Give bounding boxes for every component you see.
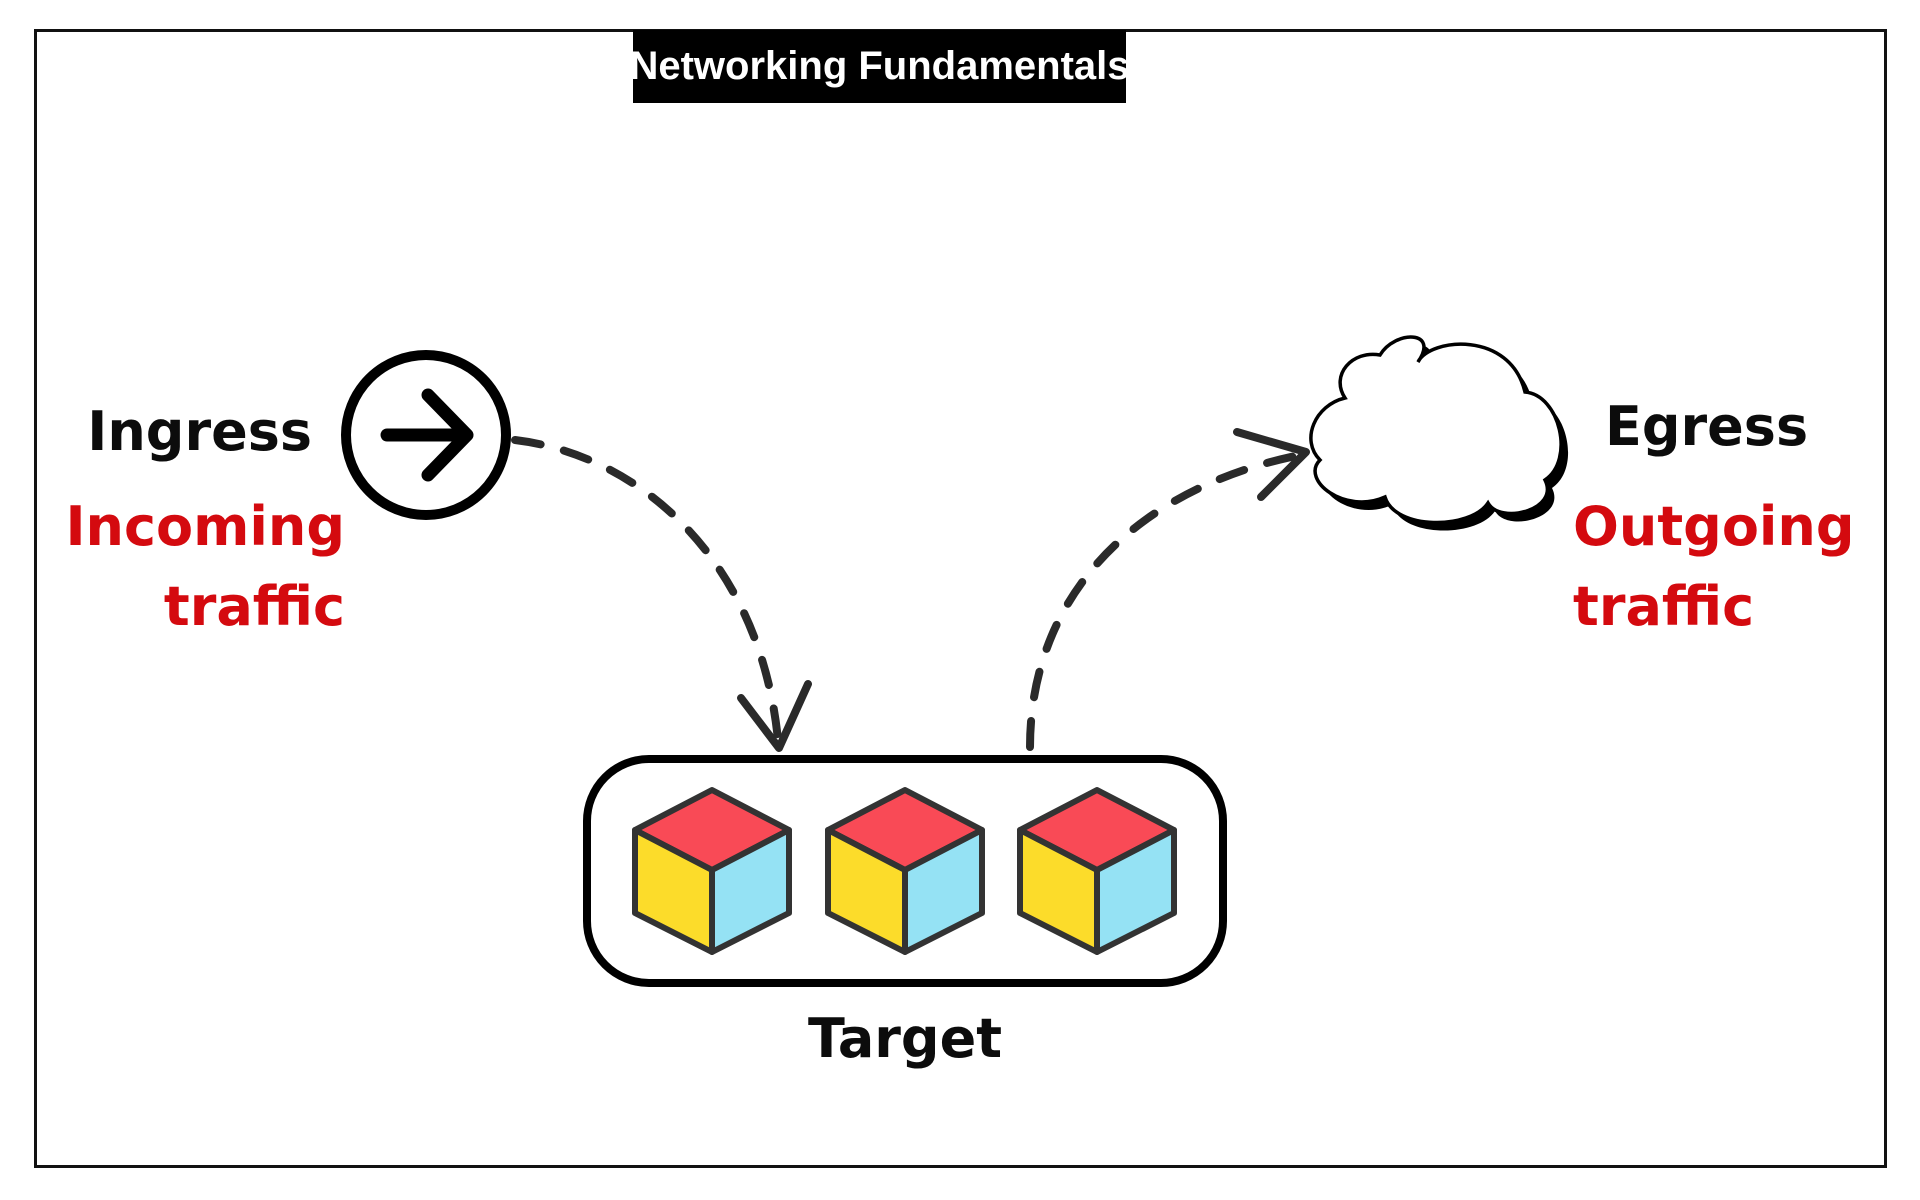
target-label: Target bbox=[807, 1007, 1003, 1070]
ingress-label: Ingress bbox=[87, 400, 312, 463]
cube-icon bbox=[632, 787, 792, 955]
egress-label: Egress bbox=[1605, 395, 1809, 458]
diagram-title: Networking Fundamentals bbox=[629, 44, 1130, 88]
egress-description-line1: Outgoing bbox=[1573, 495, 1855, 558]
flow-arrow-ingress-to-target bbox=[511, 436, 812, 752]
egress-description-line2: traffic bbox=[1573, 575, 1755, 638]
arrowhead-icon bbox=[737, 680, 812, 752]
cube-icon bbox=[825, 787, 985, 955]
ingress-description-line1: Incoming bbox=[65, 495, 345, 558]
cloud-icon bbox=[1309, 335, 1569, 531]
arrow-right-circle-icon bbox=[341, 350, 511, 520]
flow-arrow-target-to-egress bbox=[1026, 428, 1310, 751]
title-banner: Networking Fundamentals bbox=[629, 30, 1130, 103]
cube-icon bbox=[1017, 787, 1177, 955]
ingress-description-line2: traffic bbox=[163, 575, 345, 638]
arrowhead-icon bbox=[1233, 428, 1310, 501]
